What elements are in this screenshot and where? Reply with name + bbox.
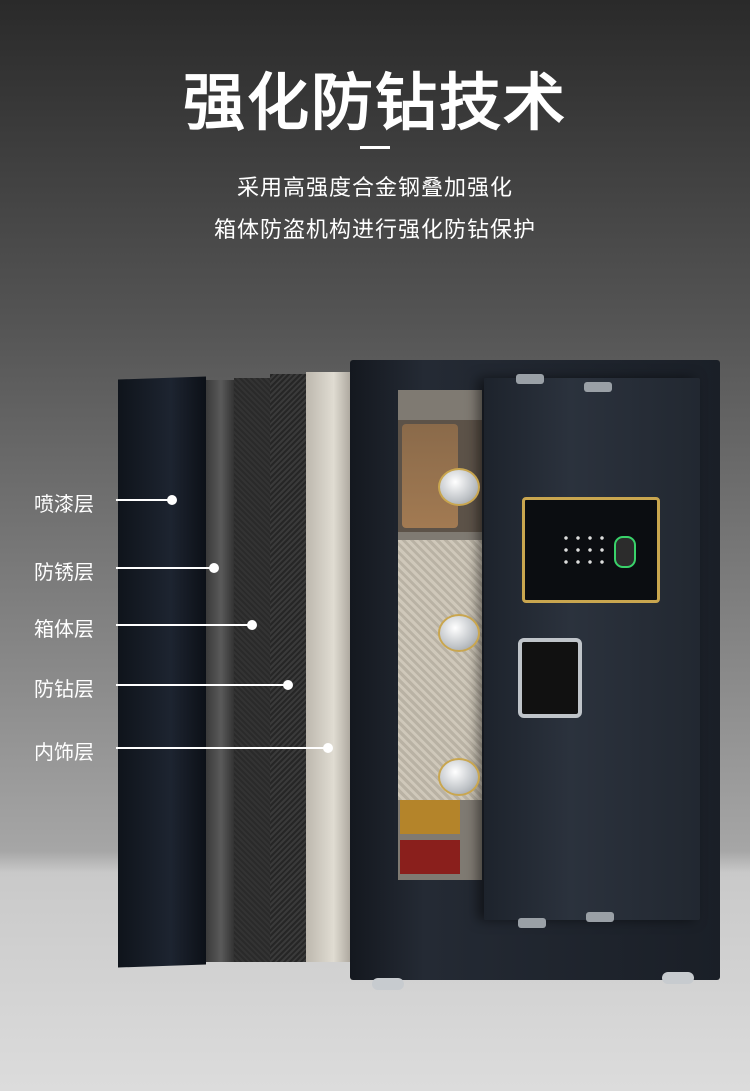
keypad-buttons <box>560 532 608 568</box>
books-icon <box>400 800 460 834</box>
hinge-icon <box>516 374 544 384</box>
foot-icon <box>372 978 404 990</box>
locking-bolt-icon <box>438 468 480 506</box>
subtitle-line-2: 箱体防盗机构进行强化防钻保护 <box>213 218 536 243</box>
locking-bolt-icon <box>438 758 480 796</box>
inner-layer-panel <box>306 372 352 962</box>
interior-lining <box>398 540 482 800</box>
pointer-dot <box>247 620 257 630</box>
rust-layer-panel <box>206 380 236 962</box>
leader-line <box>116 499 168 501</box>
page-title: 强化防钻技术 <box>182 66 567 139</box>
layer-label-drill: 防钻层 <box>34 677 94 701</box>
hinge-icon <box>584 382 612 392</box>
safe-door <box>484 378 700 920</box>
title-underline <box>360 146 390 149</box>
layer-label-inner: 内饰层 <box>34 740 94 764</box>
paint-layer-panel <box>118 376 206 968</box>
box-layer-panel <box>234 378 272 962</box>
books-icon <box>400 840 460 874</box>
door-handle <box>518 638 582 718</box>
fingerprint-sensor-icon <box>614 536 636 568</box>
pointer-dot <box>283 680 293 690</box>
foot-icon <box>662 972 694 984</box>
locking-bolt-icon <box>438 614 480 652</box>
pointer-dot <box>167 495 177 505</box>
subtitle-line-1: 采用高强度合金钢叠加强化 <box>236 176 513 201</box>
leader-line <box>116 567 210 569</box>
layer-label-paint: 喷漆层 <box>34 492 94 516</box>
pointer-dot <box>323 743 333 753</box>
leader-line <box>116 747 324 749</box>
layer-label-rust: 防锈层 <box>34 560 94 584</box>
leader-line <box>116 624 248 626</box>
hinge-icon <box>586 912 614 922</box>
drill-layer-panel <box>270 374 308 962</box>
layer-label-box: 箱体层 <box>34 617 94 641</box>
pointer-dot <box>209 563 219 573</box>
hinge-icon <box>518 918 546 928</box>
leader-line <box>116 684 284 686</box>
